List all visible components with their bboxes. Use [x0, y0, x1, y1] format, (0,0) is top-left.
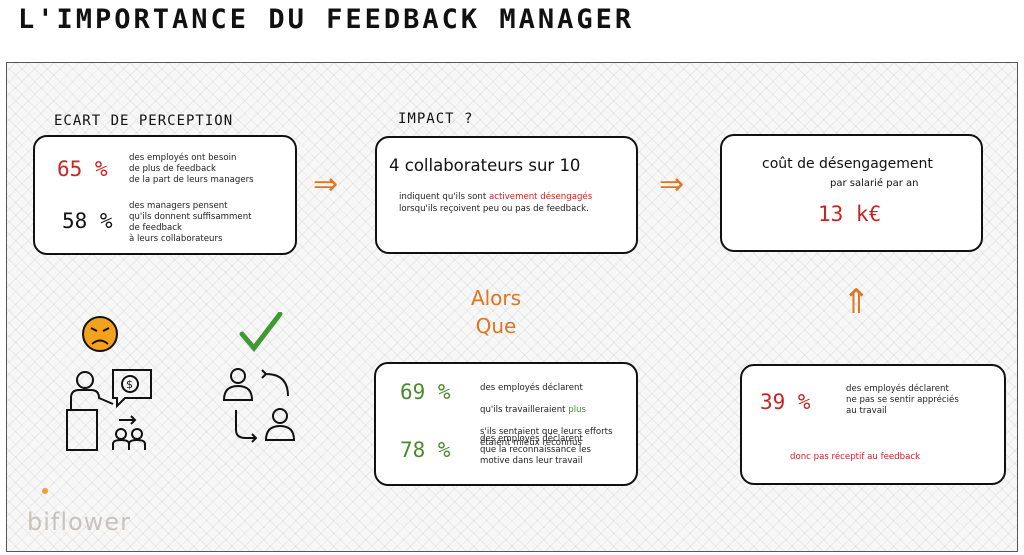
stat-69-line-2: qu'ils travailleraient plus — [480, 405, 636, 416]
checkmark-icon — [239, 312, 283, 352]
ecart-heading: ECART DE PERCEPTION — [54, 113, 234, 129]
alors-que-label: Alors Que — [456, 284, 536, 340]
sad-face-icon — [82, 316, 118, 352]
stat-39-value: 39 % — [760, 390, 811, 414]
stat-69-value: 69 % — [400, 380, 451, 404]
unappreciated-card: 39 % des employés déclarent ne pas se se… — [740, 364, 1006, 485]
svg-text:$: $ — [126, 378, 133, 391]
page-title: L'IMPORTANCE DU FEEDBACK MANAGER — [18, 4, 635, 35]
cost-label: coût de désengagement — [762, 156, 933, 172]
stat-78-value: 78 % — [400, 438, 451, 462]
impact-card: 4 collaborateurs sur 10 indiquent qu'ils… — [375, 136, 638, 254]
plus-highlight: plus — [568, 405, 587, 415]
impact-heading: IMPACT ? — [398, 111, 474, 127]
alors-word: Alors — [470, 286, 522, 310]
impact-line-1: indiquent qu'ils sont activement désenga… — [399, 192, 592, 203]
manager-illustration: $ — [66, 316, 152, 451]
footnote-text: donc pas réceptif au feedback — [790, 452, 921, 462]
right-arrow-icon: ⇒ — [313, 167, 339, 202]
dollar-speech-bubble-icon: $ — [112, 369, 152, 409]
cost-value: 13 k€ — [818, 202, 882, 226]
impact-line-2: lorsqu'ils reçoivent peu ou pas de feedb… — [399, 204, 589, 214]
cost-sublabel: par salarié par an — [830, 178, 919, 189]
feedback-cycle-illustration — [222, 312, 296, 443]
stat-78-text: des employés déclarent que la reconnaiss… — [480, 434, 592, 466]
cycle-arrow-icon — [235, 410, 258, 443]
logo-dot — [42, 488, 48, 494]
right-arrow-icon: ⇒ — [659, 167, 685, 202]
impact-line-1-text: indiquent qu'ils sont — [399, 192, 489, 202]
right-small-arrow-icon — [119, 415, 137, 425]
stat-65-value: 65 % — [57, 157, 108, 181]
stat-39-text: des employés déclarent ne pas se sentir … — [846, 384, 959, 416]
biflower-logo: biflower — [27, 508, 131, 536]
stat-58-text: des managers pensent qu'ils donnent suff… — [129, 201, 252, 244]
stat-69-line-1: des employés déclarent — [480, 383, 583, 393]
impact-headline: 4 collaborateurs sur 10 — [389, 156, 581, 175]
disengaged-highlight: activement désengagés — [488, 192, 593, 202]
stat-69-text: des employés déclarent qu'ils travailler… — [480, 372, 636, 460]
que-word: Que — [475, 314, 517, 338]
person-top-icon — [222, 368, 254, 401]
stat-65-text: des employés ont besoin de plus de feedb… — [129, 153, 254, 185]
stat-58-value: 58 % — [62, 209, 113, 233]
engagement-card: 69 % des employés déclarent qu'ils trava… — [374, 362, 638, 486]
team-icon — [112, 428, 146, 450]
stat-69-line-3: s'ils sentaient que leurs efforts étaien… — [480, 427, 613, 448]
manager-icon — [66, 371, 114, 451]
cycle-arrow-icon — [261, 369, 289, 397]
cost-card: coût de désengagement par salarié par an… — [720, 134, 983, 252]
perception-card: 65 % des employés ont besoin de plus de … — [33, 135, 297, 255]
person-bottom-icon — [264, 408, 296, 441]
up-arrow-icon: ⇑ — [842, 282, 871, 322]
stat-69-line-2-text: qu'ils travailleraient — [480, 405, 569, 415]
